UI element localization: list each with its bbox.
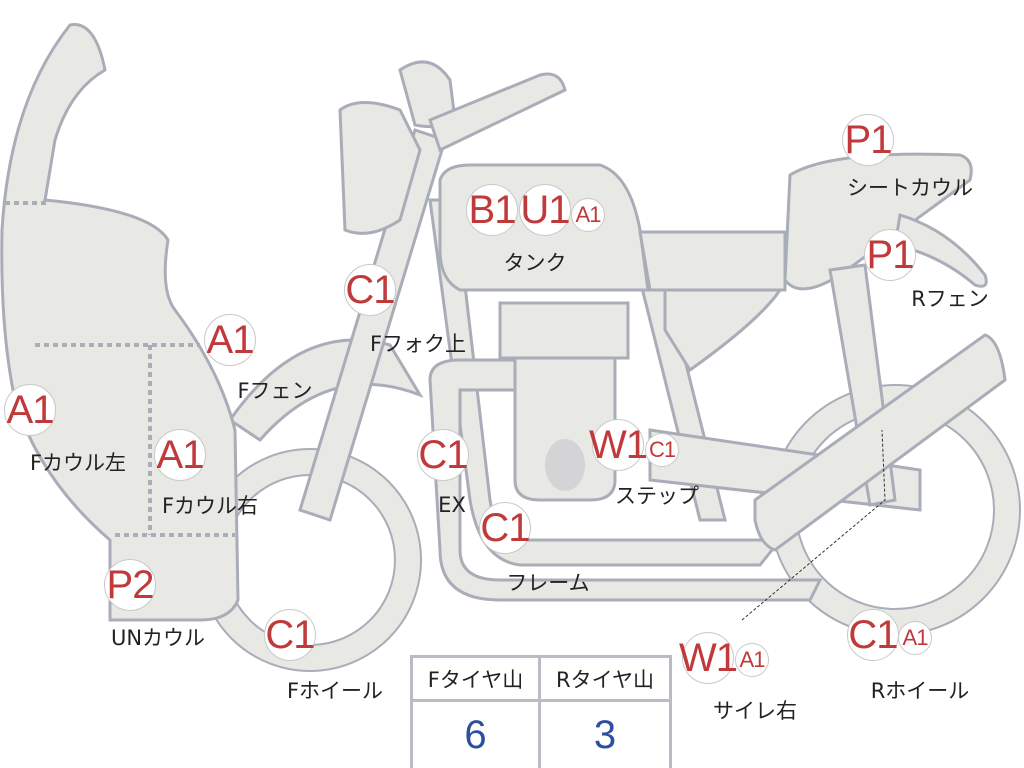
part-label: Fフェン bbox=[237, 379, 313, 403]
part-label: シートカウル bbox=[847, 176, 973, 200]
part-label: Rホイール bbox=[870, 679, 970, 703]
front-tire-header: Fタイヤ山 bbox=[413, 658, 541, 702]
grade-badge: W1 bbox=[589, 419, 648, 471]
grade-badge: C1 bbox=[479, 502, 531, 554]
grade-badge: C1 bbox=[847, 609, 899, 661]
grade-badge: C1 bbox=[417, 429, 469, 481]
grade-badge: B1 bbox=[466, 184, 518, 236]
grade-badge: A1 bbox=[4, 384, 56, 436]
seat-cowl bbox=[783, 152, 973, 291]
grade-badge: A1 bbox=[735, 643, 769, 677]
engine bbox=[513, 356, 617, 502]
part-label: Rフェン bbox=[911, 287, 989, 311]
grade-badge: U1 bbox=[519, 184, 571, 236]
grade-badge: A1 bbox=[571, 198, 605, 232]
rear-fender bbox=[893, 213, 988, 288]
grade-badge: A1 bbox=[154, 429, 206, 481]
part-label: フレーム bbox=[506, 571, 590, 595]
part-label: Fフォク上 bbox=[369, 332, 467, 356]
part-label: Fホイール bbox=[286, 679, 384, 703]
side-cover bbox=[663, 288, 783, 373]
front-cowl bbox=[0, 23, 240, 622]
part-label: サイレ右 bbox=[713, 699, 797, 723]
part-label: Fカウル左 bbox=[29, 451, 127, 475]
front-tire-value: 6 bbox=[413, 702, 541, 768]
grade-badge: P1 bbox=[864, 229, 916, 281]
grade-badge: C1 bbox=[264, 609, 316, 661]
rear-tire-value: 3 bbox=[593, 712, 617, 757]
part-label: タンク bbox=[503, 251, 567, 275]
part-label: UNカウル bbox=[110, 626, 206, 650]
part-label: EX bbox=[438, 493, 466, 517]
exhaust bbox=[428, 358, 823, 602]
mirror bbox=[398, 60, 457, 129]
grade-badge: P1 bbox=[842, 114, 894, 166]
grade-badge: W1 bbox=[679, 632, 738, 684]
engine-top bbox=[498, 301, 630, 360]
muffler bbox=[753, 333, 1007, 552]
part-label: ステップ bbox=[615, 484, 699, 508]
grade-badge: A1 bbox=[898, 621, 932, 655]
seat bbox=[638, 230, 787, 292]
tire-tread-table: Fタイヤ山 Rタイヤ山 6 3 bbox=[410, 655, 672, 768]
headlight bbox=[338, 101, 422, 235]
handlebar bbox=[428, 72, 567, 153]
part-label: Fカウル右 bbox=[161, 494, 259, 518]
grade-badge: P2 bbox=[104, 559, 156, 611]
rear-tire-header: Rタイヤ山 bbox=[541, 658, 669, 702]
grade-badge: A1 bbox=[204, 314, 256, 366]
grade-badge: C1 bbox=[645, 433, 679, 467]
grade-badge: C1 bbox=[344, 264, 396, 316]
